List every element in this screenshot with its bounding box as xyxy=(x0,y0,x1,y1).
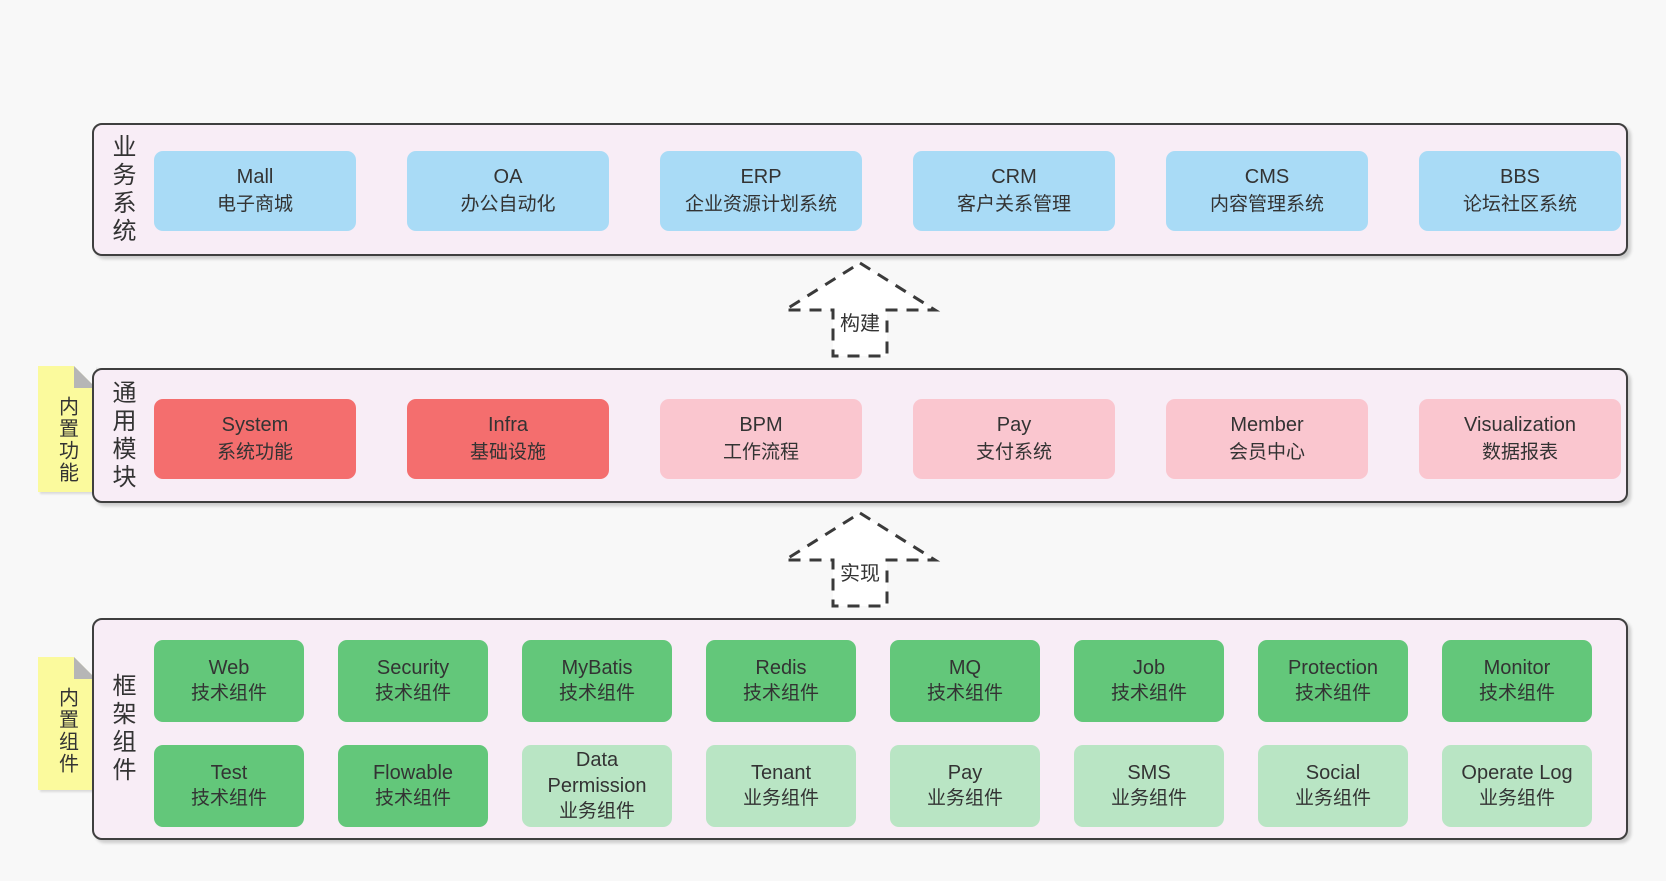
box-subtitle: 业务组件 xyxy=(742,788,819,809)
box-title: Operate Log xyxy=(1461,762,1573,784)
box-title: Job xyxy=(1132,657,1166,679)
box-subtitle: 支付系统 xyxy=(975,442,1052,463)
sticky-note-builtin-components: 内置组件 xyxy=(38,657,96,790)
box-title: Pay xyxy=(996,414,1032,436)
box-subtitle: 技术组件 xyxy=(1294,683,1371,704)
box-subtitle: 客户关系管理 xyxy=(956,194,1071,215)
implement-arrow-label: 实现 xyxy=(840,562,880,585)
band-label-framework-components: 框架组件 xyxy=(108,673,135,785)
box-subtitle: 论坛社区系统 xyxy=(1462,194,1577,215)
diagram-box-erp: ERP 企业资源计划系统 xyxy=(660,151,862,231)
box-title: Mall xyxy=(236,166,274,188)
build-arrow-label: 构建 xyxy=(840,312,880,335)
box-title: System xyxy=(221,414,289,436)
box-title: Visualization xyxy=(1464,414,1576,436)
box-title: Infra xyxy=(487,414,529,436)
box-title: Protection xyxy=(1287,657,1379,679)
diagram-box-member: Member 会员中心 xyxy=(1166,399,1368,479)
box-subtitle: 业务组件 xyxy=(1294,788,1371,809)
box-title: MyBatis xyxy=(561,657,633,679)
diagram-box-sms: SMS 业务组件 xyxy=(1074,745,1224,827)
box-subtitle: 办公自动化 xyxy=(460,194,556,215)
diagram-box-mq: MQ 技术组件 xyxy=(890,640,1040,722)
box-subtitle: 技术组件 xyxy=(190,683,267,704)
band-framework-components: 框架组件 Web 技术组件 Security 技术组件 MyBatis 技术组件… xyxy=(92,618,1628,840)
diagram-box-infra: Infra 基础设施 xyxy=(407,399,609,479)
diagram-box-redis: Redis 技术组件 xyxy=(706,640,856,722)
box-subtitle: 技术组件 xyxy=(926,683,1003,704)
diagram-box-test: Test 技术组件 xyxy=(154,745,304,827)
diagram-box-monitor: Monitor 技术组件 xyxy=(1442,640,1592,722)
box-title: CRM xyxy=(991,166,1037,188)
box-subtitle: 内容管理系统 xyxy=(1209,194,1324,215)
diagram-box-flowable: Flowable 技术组件 xyxy=(338,745,488,827)
box-title: ERP xyxy=(740,166,782,188)
band-business-systems: 业务系统 Mall 电子商城 OA 办公自动化 ERP 企业资源计划系统 CRM… xyxy=(92,123,1628,256)
box-subtitle: 技术组件 xyxy=(374,683,451,704)
box-subtitle: 技术组件 xyxy=(1110,683,1187,704)
box-title: Web xyxy=(208,657,250,679)
diagram-box-job: Job 技术组件 xyxy=(1074,640,1224,722)
box-title: Flowable xyxy=(372,762,454,784)
diagram-box-bpm: BPM 工作流程 xyxy=(660,399,862,479)
box-subtitle: 业务组件 xyxy=(558,801,635,822)
box-title: Security xyxy=(376,657,450,679)
diagram-box-social: Social 业务组件 xyxy=(1258,745,1408,827)
band-label-business-systems: 业务系统 xyxy=(108,133,135,246)
box-title: Member xyxy=(1230,414,1304,436)
box-subtitle: 会员中心 xyxy=(1228,442,1305,463)
box-title: BPM xyxy=(739,414,783,436)
sticky-label: 内置功能 xyxy=(55,396,78,484)
box-subtitle: 电子商城 xyxy=(216,194,293,215)
box-title: Pay xyxy=(947,762,983,784)
diagram-box-tenant: Tenant 业务组件 xyxy=(706,745,856,827)
box-subtitle: 技术组件 xyxy=(558,683,635,704)
diagram-box-cms: CMS 内容管理系统 xyxy=(1166,151,1368,231)
diagram-box-protection: Protection 技术组件 xyxy=(1258,640,1408,722)
box-title: CMS xyxy=(1244,166,1290,188)
diagram-box-mybatis: MyBatis 技术组件 xyxy=(522,640,672,722)
sticky-note-builtin-functions: 内置功能 xyxy=(38,366,96,492)
build-arrow-icon: 构建 xyxy=(779,261,941,358)
box-title: OA xyxy=(493,166,523,188)
box-subtitle: 数据报表 xyxy=(1481,442,1558,463)
diagram-box-pay-system: Pay 支付系统 xyxy=(913,399,1115,479)
diagram-box-security: Security 技术组件 xyxy=(338,640,488,722)
box-subtitle: 技术组件 xyxy=(1478,683,1555,704)
box-title: Test xyxy=(210,762,248,784)
diagram-box-mall: Mall 电子商城 xyxy=(154,151,356,231)
implement-arrow-icon: 实现 xyxy=(779,511,941,608)
box-title: Data Permission xyxy=(547,749,647,797)
box-subtitle: 企业资源计划系统 xyxy=(684,194,837,215)
box-title: Tenant xyxy=(750,762,812,784)
box-title: SMS xyxy=(1127,762,1171,784)
box-title: Monitor xyxy=(1483,657,1551,679)
box-title: MQ xyxy=(948,657,982,679)
sticky-label: 内置组件 xyxy=(55,687,78,775)
box-subtitle: 技术组件 xyxy=(190,788,267,809)
diagram-box-bbs: BBS 论坛社区系统 xyxy=(1419,151,1621,231)
diagram-box-data-permission: Data Permission 业务组件 xyxy=(522,745,672,827)
box-subtitle: 业务组件 xyxy=(1110,788,1187,809)
diagram-box-oa: OA 办公自动化 xyxy=(407,151,609,231)
diagram-box-pay-business: Pay 业务组件 xyxy=(890,745,1040,827)
diagram-box-visualization: Visualization 数据报表 xyxy=(1419,399,1621,479)
band-common-modules: 通用模块 System 系统功能 Infra 基础设施 BPM 工作流程 Pay… xyxy=(92,368,1628,503)
box-title: BBS xyxy=(1499,166,1541,188)
diagram-box-web: Web 技术组件 xyxy=(154,640,304,722)
diagram-box-crm: CRM 客户关系管理 xyxy=(913,151,1115,231)
box-subtitle: 工作流程 xyxy=(722,442,799,463)
box-subtitle: 技术组件 xyxy=(742,683,819,704)
diagram-box-operate-log: Operate Log 业务组件 xyxy=(1442,745,1592,827)
box-title: Redis xyxy=(755,657,807,679)
box-subtitle: 业务组件 xyxy=(926,788,1003,809)
box-subtitle: 业务组件 xyxy=(1478,788,1555,809)
diagram-box-system: System 系统功能 xyxy=(154,399,356,479)
band-label-common-modules: 通用模块 xyxy=(108,379,135,492)
box-title: Social xyxy=(1305,762,1361,784)
box-subtitle: 系统功能 xyxy=(216,442,293,463)
box-subtitle: 技术组件 xyxy=(374,788,451,809)
box-subtitle: 基础设施 xyxy=(469,442,546,463)
